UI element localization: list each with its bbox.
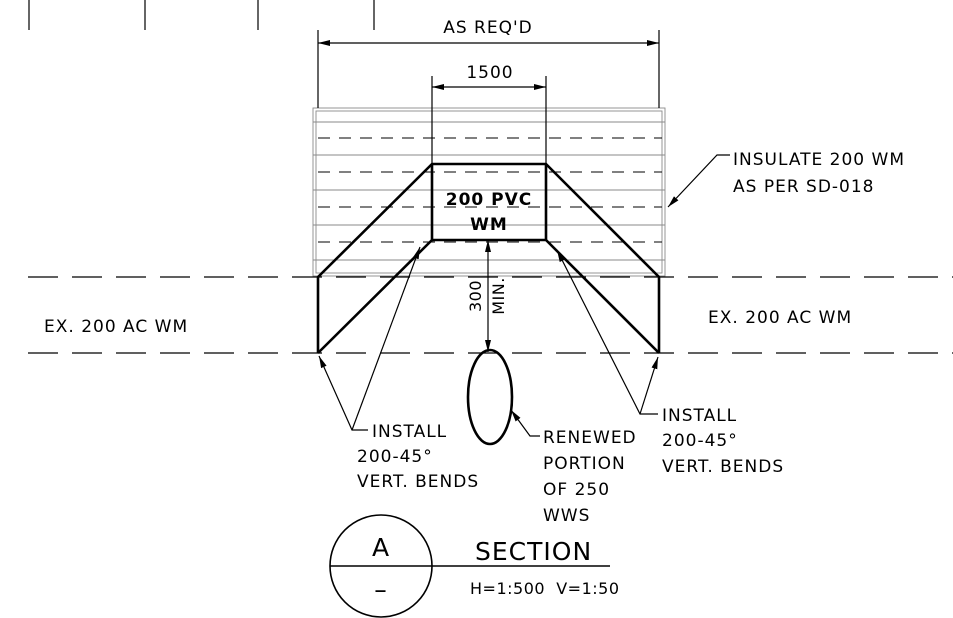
clearance-value: 300 [466, 280, 485, 312]
bends-right-line1: INSTALL [662, 406, 737, 426]
sewer-note-line4: WWS [543, 506, 590, 526]
sewer-pipe [466, 348, 514, 446]
section-marker: A – SECTION H=1:500 V=1:50 [329, 514, 620, 618]
section-scale: H=1:500 V=1:50 [470, 579, 620, 598]
section-letter: A [372, 533, 390, 562]
bends-right-line2: 200-45° [662, 431, 738, 451]
sewer-note-line2: PORTION [543, 454, 626, 474]
overall-dimension: AS REQ'D [317, 18, 660, 108]
bends-left-leader: INSTALL 200-45° VERT. BENDS [318, 246, 479, 492]
insulation-leader: INSULATE 200 WM AS PER SD-018 [667, 150, 905, 208]
overall-dimension-label: AS REQ'D [443, 18, 533, 38]
vertical-clearance-dimension: 300 MIN. [466, 240, 508, 352]
section-title: SECTION [475, 537, 592, 566]
existing-main-left-label: EX. 200 AC WM [44, 317, 188, 337]
title-block-ticks [28, 0, 375, 30]
inner-dimension: 1500 [431, 63, 547, 164]
clearance-qualifier: MIN. [489, 277, 508, 315]
bends-left-line2: 200-45° [357, 447, 433, 467]
bends-left-line3: VERT. BENDS [357, 472, 479, 492]
pipe-label-line2: WM [470, 215, 508, 235]
existing-main-right-label: EX. 200 AC WM [708, 308, 852, 328]
bends-right-line3: VERT. BENDS [662, 457, 784, 477]
insulation-note-line1: INSULATE 200 WM [733, 150, 905, 170]
section-sheet: – [374, 575, 388, 604]
inner-dimension-label: 1500 [466, 63, 513, 83]
insulation-note-line2: AS PER SD-018 [733, 177, 875, 197]
sewer-note-line1: RENEWED [543, 428, 637, 448]
pipe-label-line1: 200 PVC [446, 190, 533, 210]
sewer-leader: RENEWED PORTION OF 250 WWS [510, 409, 637, 526]
sewer-note-line3: OF 250 [543, 480, 610, 500]
bends-left-line1: INSTALL [372, 422, 447, 442]
bends-right-leader: INSTALL 200-45° VERT. BENDS [556, 249, 784, 477]
